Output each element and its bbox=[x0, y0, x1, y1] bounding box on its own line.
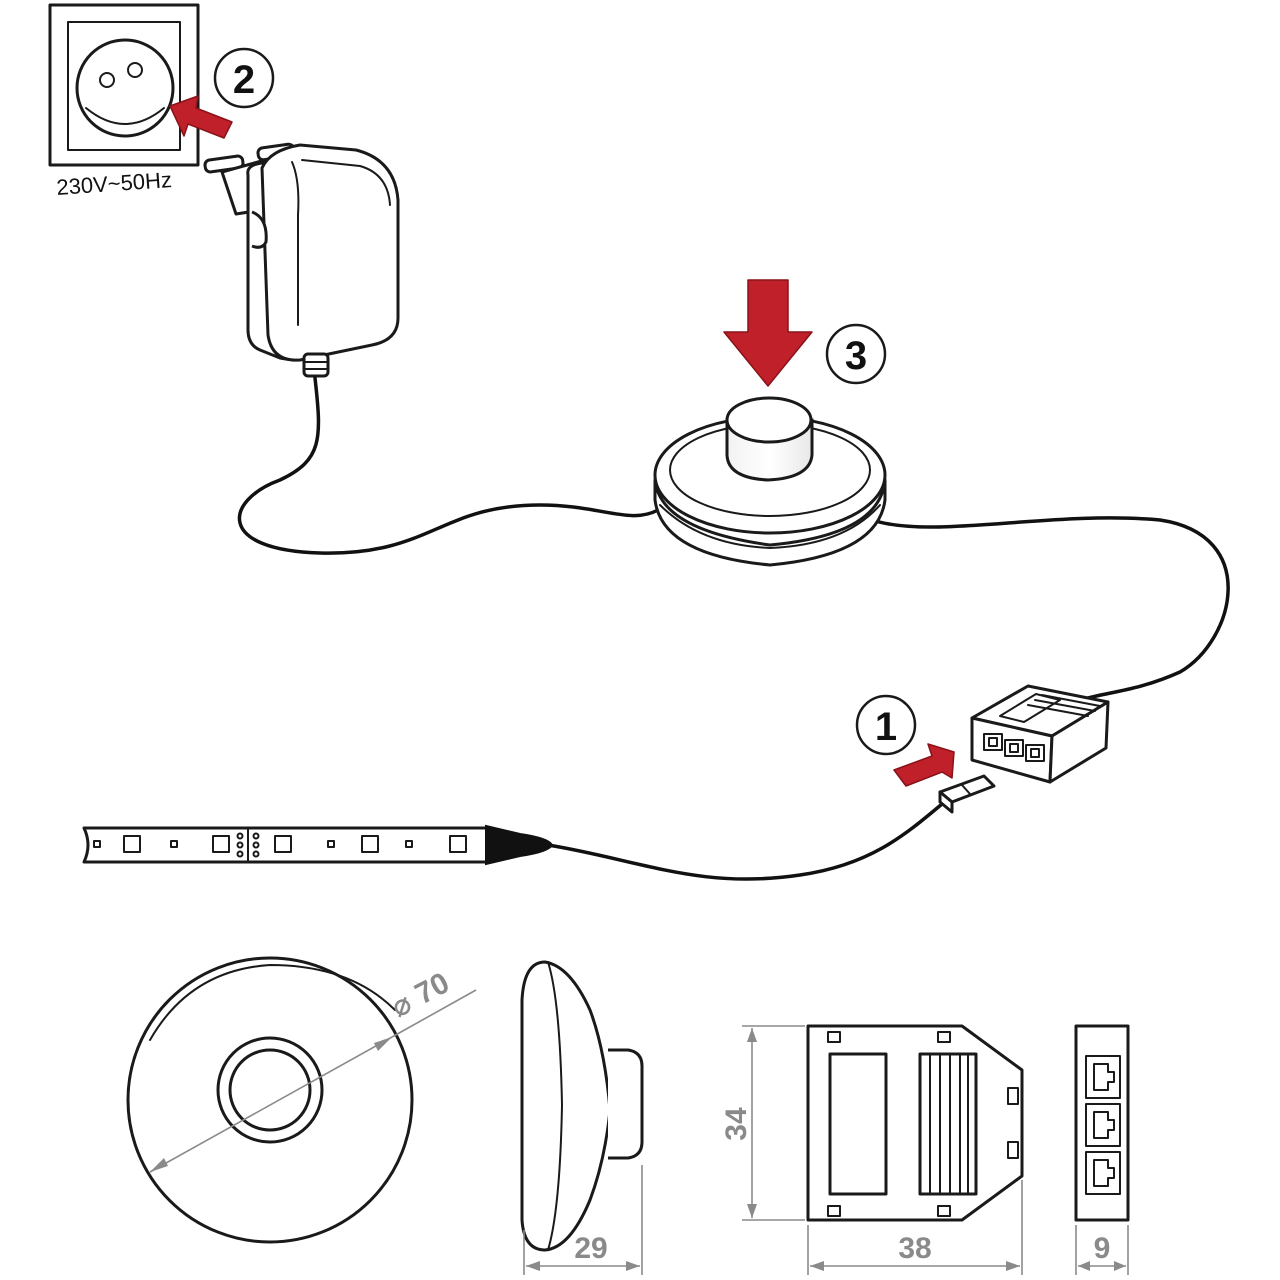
strip-connector-plug bbox=[938, 774, 996, 814]
switch-side-view bbox=[520, 960, 644, 1252]
step-2-number: 2 bbox=[233, 58, 255, 102]
strip-to-connector-cable bbox=[546, 802, 944, 881]
distributor-depth-dimension bbox=[1075, 1225, 1129, 1275]
connect-arrow-icon bbox=[893, 743, 955, 787]
switch-height-dimension bbox=[523, 1165, 643, 1275]
distributor-top-view bbox=[806, 1024, 1024, 1222]
adapter-to-switch-cable bbox=[237, 376, 660, 555]
step-3-number: 3 bbox=[845, 334, 867, 378]
step-3-marker: 3 bbox=[825, 323, 887, 385]
distributor-height-label: 34 bbox=[720, 1107, 753, 1141]
diameter-dimension bbox=[149, 989, 477, 1173]
step-2-marker: 2 bbox=[213, 47, 275, 109]
distributor-side-view bbox=[1074, 1024, 1130, 1222]
press-down-arrow-icon bbox=[723, 279, 813, 387]
wall-socket bbox=[48, 3, 200, 167]
diameter-symbol: ⌀ bbox=[386, 987, 417, 1025]
distributor-box bbox=[970, 684, 1110, 784]
step-1-marker: 1 bbox=[855, 694, 917, 756]
voltage-label: 230V~50Hz bbox=[56, 167, 173, 200]
step-1-number: 1 bbox=[875, 705, 897, 749]
power-adapter bbox=[203, 142, 400, 378]
led-strip bbox=[82, 824, 554, 866]
plug-in-arrow-icon bbox=[169, 95, 233, 139]
switch-height-label: 29 bbox=[574, 1232, 607, 1265]
distributor-height-dimension bbox=[742, 1025, 805, 1221]
foot-switch bbox=[653, 396, 887, 567]
switch-top-view bbox=[126, 956, 414, 1244]
switch-to-distributor-cable bbox=[870, 516, 1230, 700]
switch-diameter-label: 70 bbox=[410, 966, 455, 1011]
distributor-depth-label: 9 bbox=[1094, 1232, 1111, 1265]
distributor-width-label: 38 bbox=[898, 1232, 931, 1265]
distributor-width-dimension bbox=[807, 1180, 1023, 1275]
